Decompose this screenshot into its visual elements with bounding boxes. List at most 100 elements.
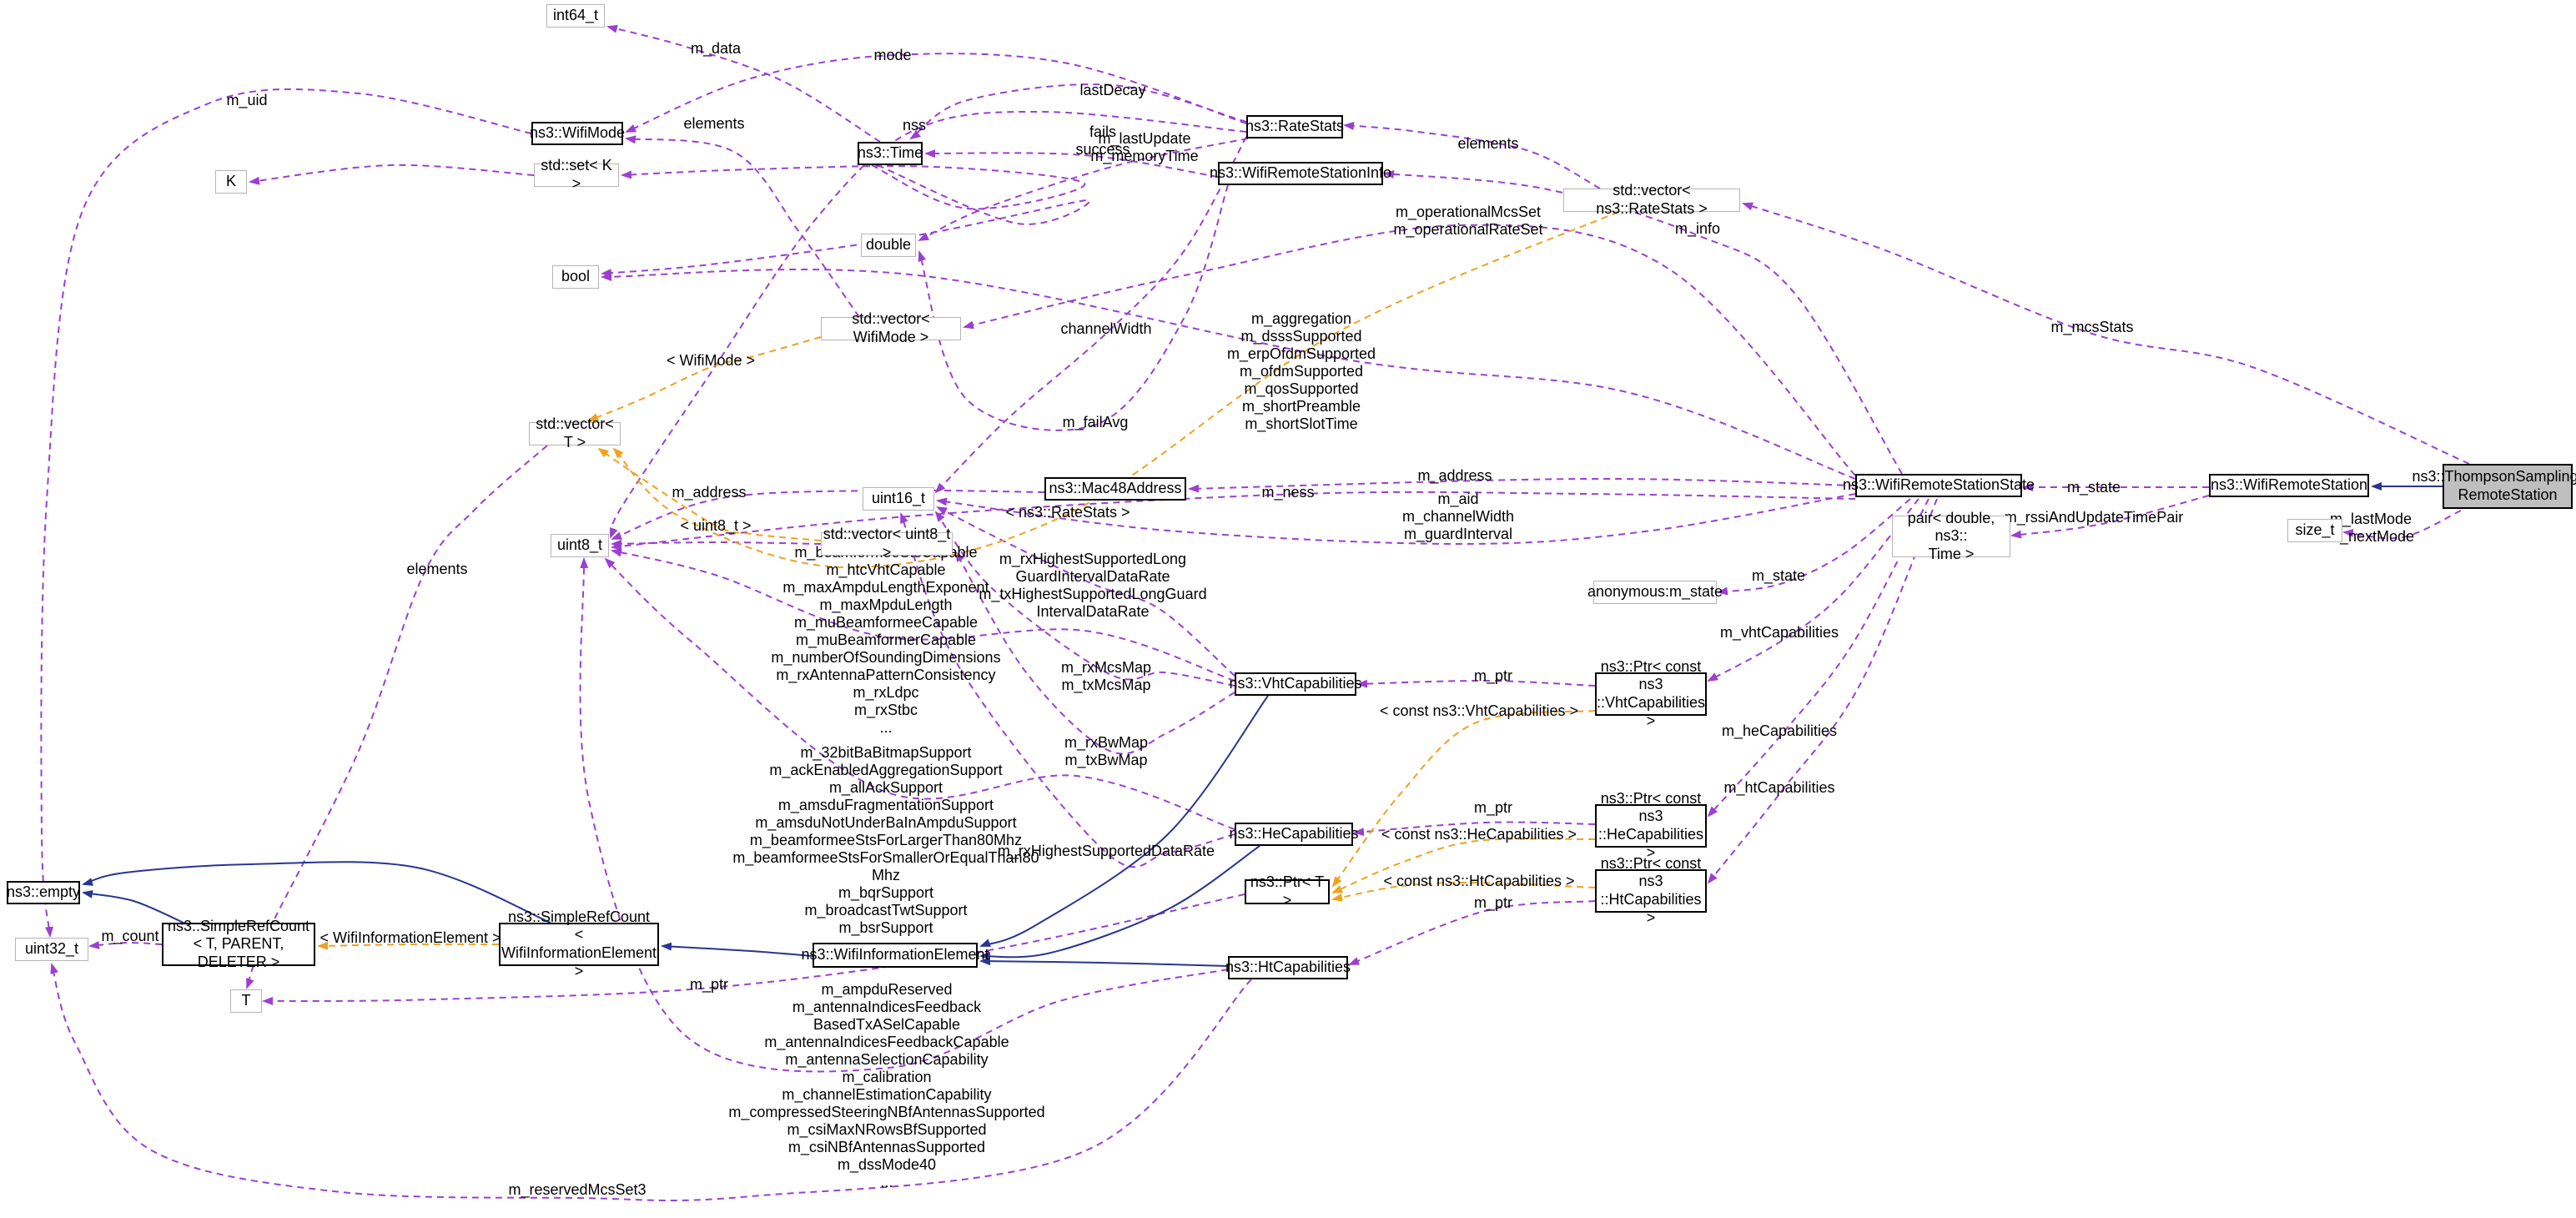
node-size-t: size_t	[2287, 519, 2342, 542]
edge-state-vecwifimode	[963, 224, 1856, 476]
node-wifimode[interactable]: ns3::WifiMode	[530, 122, 625, 145]
node-src-t[interactable]: ns3::SimpleRefCount < T, PARENT, DELETER…	[162, 918, 315, 970]
node-anon: anonymous:m_state	[1587, 581, 1723, 604]
edge-state-stationinfo	[1383, 170, 1903, 475]
edge-label-tmpl-uint8: < uint8_t >	[680, 517, 752, 534]
node-ht[interactable]: ns3::HtCapabilities	[1225, 956, 1351, 979]
edge-label-he-block: m_32bitBaBitmapSupport m_ackEnabledAggre…	[732, 744, 1039, 954]
edge-label-nss: nss	[902, 117, 927, 133]
edge-ptrht-ht	[1348, 900, 1596, 965]
edge-label-aggregation-block: m_aggregation m_dsssSupported m_erpOfdmS…	[1226, 310, 1376, 432]
node-t: T	[230, 989, 262, 1013]
node-ptr-t[interactable]: ns3::Ptr< T >	[1245, 873, 1330, 908]
edge-ht-wie	[979, 957, 1229, 967]
node-wie[interactable]: ns3::WifiInformationElement	[801, 943, 989, 968]
node-double: double	[861, 234, 916, 257]
edge-vecratestats-ratestats	[1343, 121, 1601, 189]
node-k: K	[215, 170, 247, 194]
edge-label-m-lastupdate: m_lastUpdate m_memoryTime	[1090, 130, 1199, 164]
edge-label-mcsmap: m_rxMcsMap m_txMcsMap	[1060, 659, 1152, 693]
edge-state-bool	[601, 269, 1856, 480]
node-state[interactable]: ns3::WifiRemoteStationState	[1843, 474, 2035, 497]
edge-stationinfo-double	[918, 184, 1229, 431]
edge-label-m-ptr-ht: m_ptr	[1473, 894, 1513, 911]
node-thompson: ns3::ThompsonSamplingWifi RemoteStation	[2412, 464, 2576, 509]
edge-time-setk	[621, 164, 1086, 210]
edge-state-anon	[1717, 498, 1911, 596]
edge-vecwifimode-wifimode	[625, 135, 860, 318]
edge-ptrhe-ptrt	[1331, 838, 1596, 893]
edge-label-m-hecap: m_heCapabilities	[1721, 722, 1838, 739]
node-empty[interactable]: ns3::empty	[7, 881, 80, 904]
edge-label-m-ness: m_ness	[1261, 484, 1315, 501]
edge-he-uint8	[604, 557, 1235, 830]
node-time[interactable]: ns3::Time	[858, 142, 923, 165]
edge-ht-uint32	[50, 963, 1252, 1202]
edge-label-tmpl-const-ht: < const ns3::HtCapabilities >	[1383, 873, 1575, 889]
edge-label-m-state-anon: m_state	[1751, 567, 1806, 584]
edge-label-channelwidth: channelWidth	[1060, 320, 1152, 337]
edge-ptrvht-vht	[1356, 679, 1596, 688]
edge-he-uint16	[900, 512, 1235, 868]
edge-label-tmpl-const-vht: < const ns3::VhtCapabilities >	[1379, 702, 1579, 719]
edge-state-uint8	[611, 491, 1856, 551]
edge-vht-uint8	[611, 548, 1235, 682]
edge-label-aid-block: m_aid m_channelWidth m_guardInterval	[1401, 491, 1515, 542]
edge-time-int64	[606, 24, 881, 143]
edge-label-elements-ratestats: elements	[1457, 135, 1519, 152]
edge-state-mac48	[1188, 477, 1856, 493]
node-uint8-t: uint8_t	[551, 534, 609, 557]
node-src-wie[interactable]: ns3::SimpleRefCount < WifiInformationEle…	[499, 908, 659, 979]
edge-label-bwmap: m_rxBwMap m_txBwMap	[1064, 734, 1149, 768]
edge-label-ht-block: m_ampduReserved m_antennaIndicesFeedback…	[728, 981, 1045, 1190]
edge-label-m-rssi: m_rssiAndUpdateTimePair	[2004, 509, 2184, 526]
edge-ratestats-double	[918, 138, 1249, 241]
node-vec-ratestats: std::vector< ns3::RateStats >	[1563, 182, 1740, 217]
edge-state-ptrhe	[1707, 498, 1929, 818]
edge-stationinfo-time	[924, 149, 1219, 178]
edge-thompson-vecratestats	[1742, 202, 2470, 465]
node-stationinfo[interactable]: ns3::WifiRemoteStationInfo	[1210, 162, 1391, 185]
edge-ht-uint8	[579, 557, 1229, 1073]
edge-vht-uint16-long	[936, 506, 1235, 677]
edge-label-elements-wifimode: elements	[683, 115, 745, 132]
edge-ptrt-t	[262, 893, 1245, 1005]
node-station[interactable]: ns3::WifiRemoteStation	[2209, 474, 2369, 497]
edge-ptrht-ptrt	[1331, 881, 1596, 902]
edge-vht-vecuint8	[954, 551, 1235, 755]
edge-vht-uint16-mcsmap	[934, 511, 1235, 687]
edge-label-m-address-right: m_address	[1417, 467, 1492, 484]
node-ptr-ht[interactable]: ns3::Ptr< const ns3 ::HtCapabilities >	[1595, 855, 1707, 926]
edge-label-m-ptr-he: m_ptr	[1473, 799, 1513, 816]
node-ptr-he[interactable]: ns3::Ptr< const ns3 ::HeCapabilities >	[1595, 790, 1707, 861]
edge-mac48-uint8	[611, 489, 1045, 540]
edge-label-rx-highest-datarate: m_rxHighestSupportedDataRate	[997, 843, 1215, 859]
node-ratestats[interactable]: ns3::RateStats	[1245, 115, 1344, 138]
node-bool: bool	[552, 265, 599, 289]
edge-label-m-mcsstats: m_mcsStats	[2050, 319, 2134, 335]
edge-thompson-sizet	[2342, 510, 2462, 540]
edge-label-elements-t: elements	[406, 561, 468, 577]
edge-vect-t	[246, 445, 548, 989]
edge-label-tmpl-const-he: < const ns3::HeCapabilities >	[1381, 826, 1577, 843]
node-vec-t: std::vector< T >	[529, 415, 621, 450]
edge-he-wie	[979, 845, 1260, 960]
node-int64-t: int64_t	[546, 4, 605, 28]
node-vec-wifimode: std::vector< WifiMode >	[821, 310, 961, 345]
node-vec-uint8: std::vector< uint8_t >	[821, 526, 953, 561]
edge-ratestats-uint16	[934, 136, 1247, 494]
node-ptr-vht[interactable]: ns3::Ptr< const ns3 ::VhtCapabilities >	[1595, 657, 1707, 729]
edge-label-m-vhtcap: m_vhtCapabilities	[1719, 624, 1839, 641]
edge-label-m-address-left: m_address	[672, 484, 747, 501]
edge-label-mode: mode	[873, 47, 912, 63]
edge-label-m-count: m_count	[101, 928, 159, 944]
edge-vecuint8-uint8	[611, 539, 822, 548]
node-vht[interactable]: ns3::VhtCapabilities	[1229, 672, 1362, 696]
node-mac48[interactable]: ns3::Mac48Address	[1044, 477, 1186, 501]
node-he[interactable]: ns3::HeCapabilities	[1229, 823, 1359, 846]
edge-state-uint16	[936, 493, 1856, 546]
edge-label-m-ptr-vht: m_ptr	[1473, 667, 1513, 684]
